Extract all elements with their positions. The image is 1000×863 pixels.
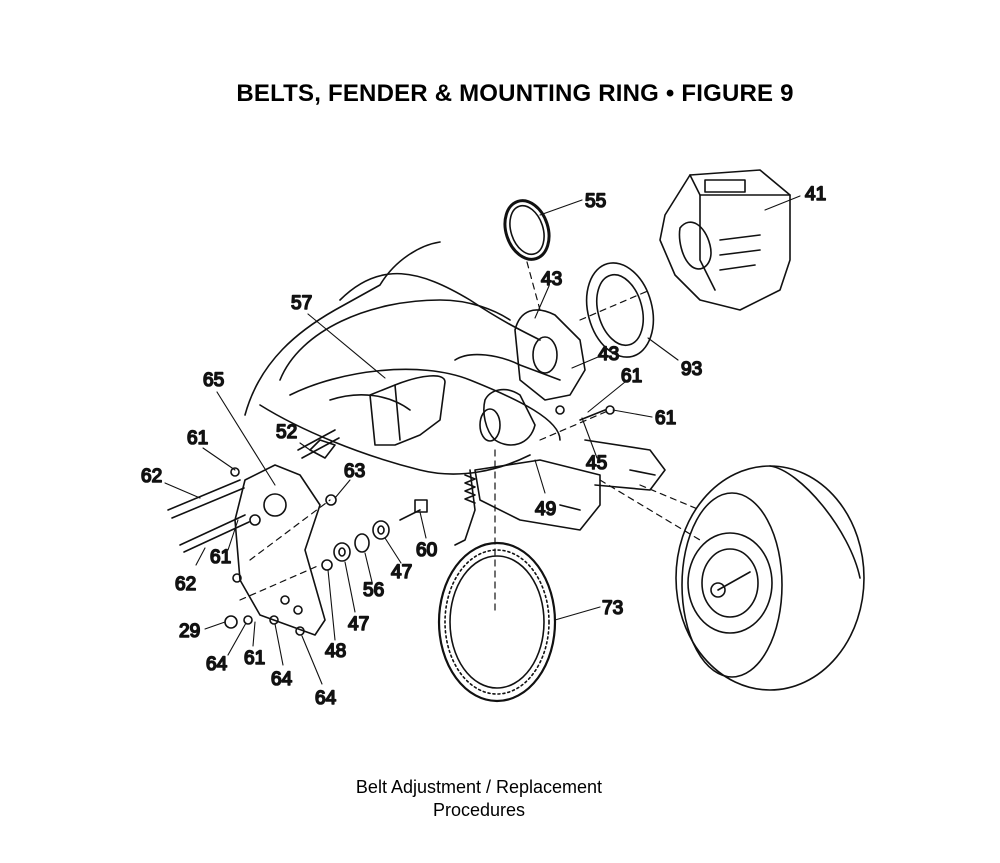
callout-52: 52 [276,422,297,443]
drive-belt [437,541,557,703]
gearbox [454,309,586,446]
callout-61: 61 [621,366,642,387]
callout-48: 48 [325,641,346,662]
washers-spacers [224,405,615,636]
callout-29: 29 [179,621,200,642]
callout-61: 61 [655,408,676,429]
callout-45: 45 [586,453,607,474]
guard [369,375,446,446]
gasket [585,262,655,358]
caption-line-2: Procedures [432,800,526,820]
callout-57: 57 [291,293,312,314]
callout-43: 43 [541,269,562,290]
callout-60: 60 [416,540,437,561]
callout-65: 65 [203,370,224,391]
callout-47: 47 [391,562,412,583]
callout-64: 64 [315,688,337,709]
callout-64: 64 [271,669,293,690]
fender [244,241,561,475]
callout-63: 63 [344,461,365,482]
engine [659,169,791,311]
callout-62: 62 [175,574,196,595]
callout-47: 47 [348,614,369,635]
side-plate [234,464,326,636]
bolts [167,429,340,553]
callout-49: 49 [535,499,556,520]
wheel [675,465,865,691]
tine-arms [474,439,666,531]
callout-64: 64 [206,654,228,675]
callout-61: 61 [244,648,265,669]
callout-55: 55 [585,191,606,212]
callout-43: 43 [598,344,619,365]
mounting-ring [503,199,551,261]
callout-56: 56 [363,580,384,601]
callout-61: 61 [210,547,231,568]
callout-73: 73 [602,598,623,619]
callout-41: 41 [805,184,826,205]
leader-lines [164,195,801,685]
spring-bracket [454,469,476,546]
callout-62: 62 [141,466,162,487]
assembly-lines [239,261,701,616]
callout-61: 61 [187,428,208,449]
callout-labels: 41 55 43 43 93 57 65 61 61 61 61 61 62 6… [140,183,827,710]
callout-93: 93 [681,359,702,380]
caption-line-1: Belt Adjustment / Replacement [355,777,603,797]
figure-title: BELTS, FENDER & MOUNTING RING • FIGURE 9 [236,80,794,107]
